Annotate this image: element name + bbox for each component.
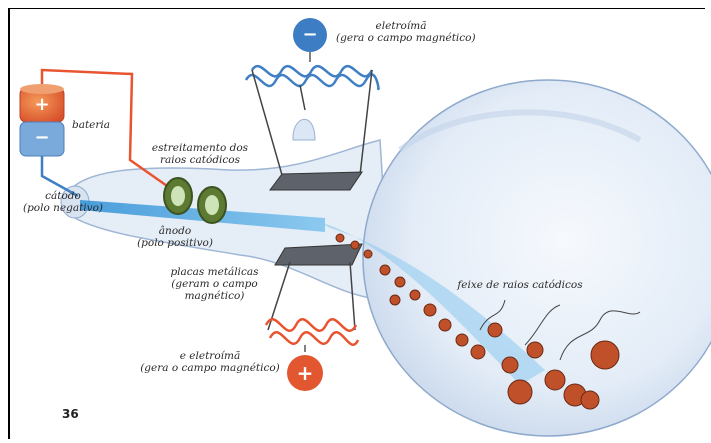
- top-electromagnet-pole-sign: −: [299, 24, 321, 45]
- label-battery: bateria: [66, 119, 116, 131]
- label-anode: ânodo (polo positivo): [130, 225, 220, 249]
- bottom-electromagnet-pole-sign: +: [294, 361, 316, 385]
- label-cathode: cátodo (polo negativo): [18, 190, 108, 214]
- top-plate: [270, 172, 362, 190]
- battery-positive-sign: +: [31, 94, 53, 115]
- label-beam: feixe de raios catódicos: [450, 279, 590, 291]
- battery-negative-sign: −: [31, 127, 53, 148]
- label-top-electromagnet: eletroímã (gera o campo magnético): [336, 20, 466, 44]
- glass-bulb: [363, 80, 711, 436]
- label-constriction: estreitamento dos raios catódicos: [150, 142, 250, 166]
- page-number: 36: [62, 407, 79, 421]
- label-metal-plates: placas metálicas (geram o campo magnétic…: [167, 266, 262, 302]
- label-bottom-electromagnet: e eletroímã (gera o campo magnético): [140, 350, 280, 374]
